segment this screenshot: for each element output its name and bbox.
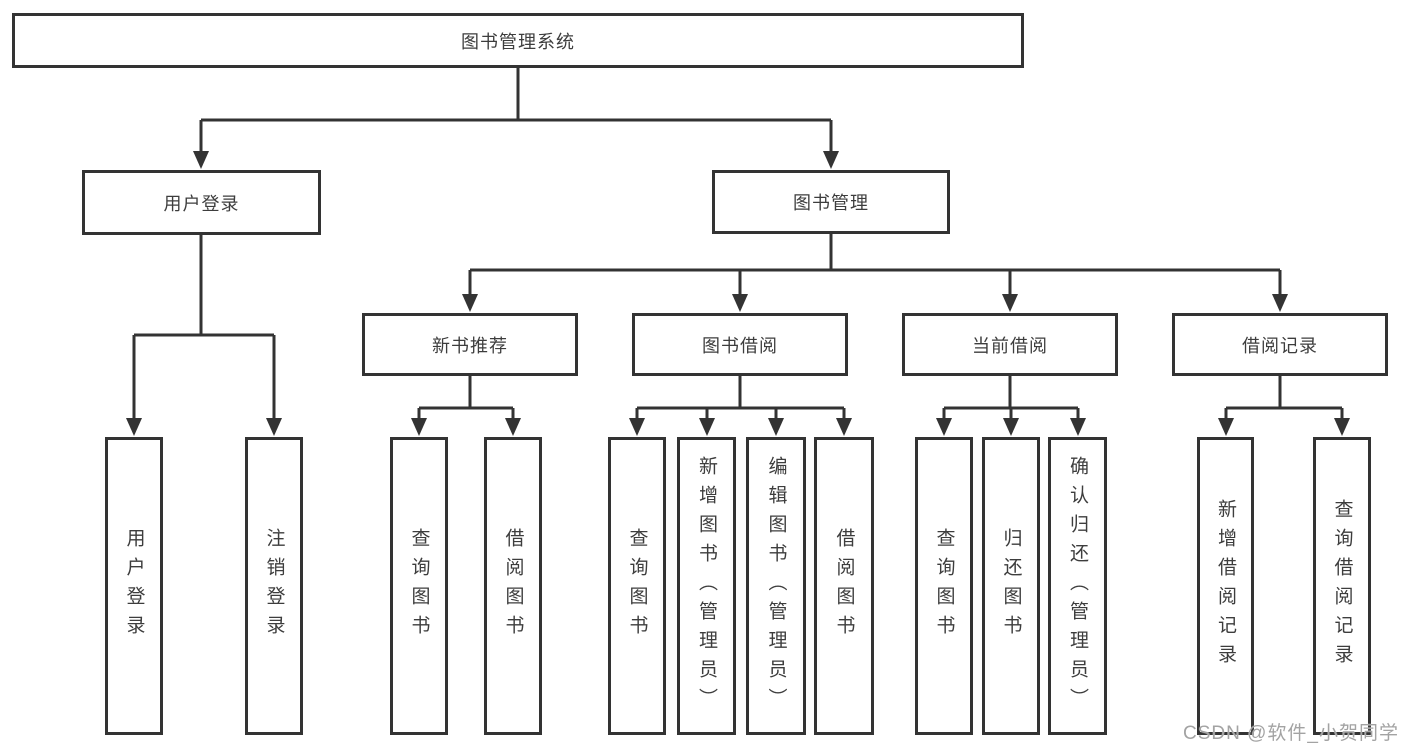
node-book-management: 图书管理	[712, 170, 950, 234]
leaf-add-borrow-record: 新增借阅记录	[1197, 437, 1254, 735]
leaf-query-books-recommend: 查询图书	[390, 437, 448, 735]
node-borrow-records-label: 借阅记录	[1242, 335, 1318, 356]
leaf-query-books-current-label: 查询图书	[933, 528, 955, 644]
node-book-borrow-label: 图书借阅	[702, 335, 778, 356]
arrowhead-icons	[126, 151, 1350, 436]
leaf-query-books-borrow-label: 查询图书	[626, 528, 648, 644]
leaf-query-books-recommend-label: 查询图书	[408, 528, 430, 644]
leaf-confirm-return-admin: 确认归还（管理员）	[1048, 437, 1107, 735]
leaf-confirm-return-admin-label: 确认归还（管理员）	[1067, 455, 1088, 717]
leaf-borrow-books-recommend-label: 借阅图书	[502, 528, 524, 644]
leaf-add-borrow-record-label: 新增借阅记录	[1215, 499, 1236, 673]
node-new-book-recommend: 新书推荐	[362, 313, 578, 376]
leaf-query-borrow-record: 查询借阅记录	[1313, 437, 1371, 735]
node-library-system-label: 图书管理系统	[461, 31, 575, 52]
leaf-borrow-books-recommend: 借阅图书	[484, 437, 542, 735]
node-current-borrow-label: 当前借阅	[972, 335, 1048, 356]
leaf-edit-books-admin: 编辑图书（管理员）	[746, 437, 806, 735]
csdn-watermark: CSDN @软件_小贺同学	[1183, 723, 1399, 744]
node-user-login: 用户登录	[82, 170, 321, 235]
node-book-management-label: 图书管理	[793, 193, 869, 213]
node-borrow-records: 借阅记录	[1172, 313, 1388, 376]
leaf-logout: 注销登录	[245, 437, 303, 735]
node-user-login-label: 用户登录	[163, 193, 240, 214]
node-current-borrow: 当前借阅	[902, 313, 1118, 376]
node-book-borrow: 图书借阅	[632, 313, 848, 376]
leaf-borrow-books-label: 借阅图书	[833, 528, 855, 644]
leaf-user-login-label: 用户登录	[123, 528, 145, 644]
leaf-edit-books-admin-label: 编辑图书（管理员）	[765, 455, 787, 717]
node-new-book-recommend-label: 新书推荐	[432, 335, 508, 356]
leaf-add-books-admin: 新增图书（管理员）	[677, 437, 736, 735]
leaf-query-books-borrow: 查询图书	[608, 437, 666, 735]
node-library-system: 图书管理系统	[12, 13, 1024, 68]
leaf-user-login: 用户登录	[105, 437, 163, 735]
leaf-return-books: 归还图书	[982, 437, 1040, 735]
leaf-query-books-current: 查询图书	[915, 437, 973, 735]
leaf-return-books-label: 归还图书	[1000, 528, 1022, 644]
leaf-add-books-admin-label: 新增图书（管理员）	[696, 455, 717, 717]
leaf-logout-label: 注销登录	[263, 528, 285, 644]
leaf-query-borrow-record-label: 查询借阅记录	[1331, 499, 1353, 673]
leaf-borrow-books: 借阅图书	[814, 437, 874, 735]
